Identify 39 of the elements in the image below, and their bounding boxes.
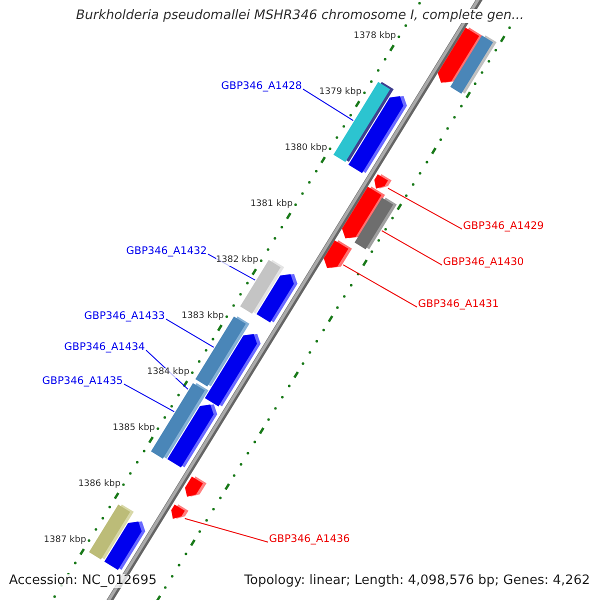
gene-feature [374, 174, 392, 189]
gene-bar [450, 35, 497, 94]
gene-label: GBP346_A1433 [84, 311, 165, 323]
leader-line [381, 230, 442, 266]
gene-label: GBP346_A1432 [126, 246, 207, 258]
gene-label: GBP346_A1428 [221, 81, 302, 93]
leader-line [184, 518, 268, 543]
scale-label: 1381 kbp [250, 200, 293, 210]
scale-label: 1382 kbp [216, 256, 258, 266]
gene-feature [104, 521, 146, 570]
gene-label: GBP346_A1436 [269, 534, 350, 546]
scale-label: 1380 kbp [284, 144, 328, 154]
scale-label: 1378 kbp [354, 32, 396, 42]
gene-feature [324, 240, 352, 268]
gene-label: GBP346_A1431 [418, 299, 499, 311]
scale-label: 1383 kbp [181, 312, 224, 322]
scale-label: 1387 kbp [44, 536, 86, 546]
scale-label: 1384 kbp [147, 368, 190, 378]
gene-bar [354, 198, 397, 250]
leader-line [166, 318, 214, 348]
gene-label: GBP346_A1429 [463, 221, 544, 233]
gene-feature [204, 334, 261, 406]
gene-label: GBP346_A1435 [42, 376, 123, 388]
gene-feature [167, 404, 218, 468]
gene-feature [256, 274, 298, 323]
scale-label: 1385 kbp [112, 424, 156, 434]
leader-line [124, 384, 175, 412]
gene-label: GBP346_A1430 [443, 257, 524, 269]
title: Burkholderia pseudomallei MSHR346 chromosome I, complete gen... [76, 9, 524, 24]
gene-feature [171, 504, 188, 519]
gene-feature [184, 476, 207, 497]
gene-label: GBP346_A1434 [64, 342, 145, 354]
leader-line [302, 88, 354, 122]
leader-line [342, 264, 418, 308]
accession-label: Accession: NC_012695 [9, 574, 157, 588]
leader-line [387, 188, 462, 230]
scale-label: 1386 kbp [78, 480, 121, 490]
genome-info: Topology: linear; Length: 4,098,576 bp; Genes: 4,262 [244, 574, 590, 588]
scale-label: 1379 kbp [319, 88, 362, 98]
